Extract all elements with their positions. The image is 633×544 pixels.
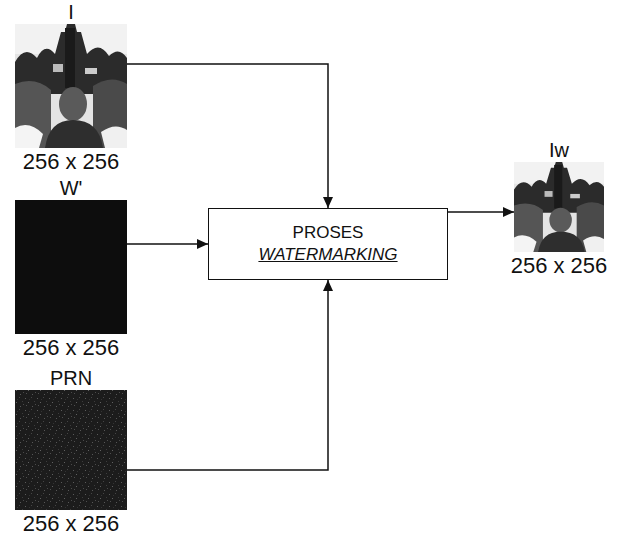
process-box: PROSESWATERMARKING [208,208,448,280]
connector-line [127,280,328,470]
image-area [15,390,127,510]
image-size: 256 x 256 [500,254,618,278]
image-label: W' [10,176,132,200]
host-image [15,24,127,148]
image-size: 256 x 256 [10,336,132,360]
image-size: 256 x 256 [10,150,132,174]
process-text: PROSES [293,222,364,244]
image-label: PRN [10,366,132,390]
arrow-head [323,280,333,291]
prn-image [15,390,127,510]
image-area [15,24,127,148]
connector-line [127,64,328,208]
connector-line [127,243,208,245]
image-node: I 256 x 256 [10,0,132,174]
connector [448,207,514,217]
watermarked-image [514,162,604,252]
image-label: I [10,0,132,24]
connector [127,64,333,208]
arrow-head [503,207,514,217]
arrow-head [323,197,333,208]
image-area [15,200,127,334]
connector [127,239,208,249]
process-text: WATERMARKING [258,244,397,266]
image-node: PRN 256 x 256 [10,366,132,536]
watermark-image [15,200,127,334]
image-node: Iw 256 x 256 [500,138,618,278]
image-node: W' 256 x 256 [10,176,132,360]
image-label: Iw [500,138,618,162]
arrow-head [197,239,208,249]
image-area [514,162,604,252]
connector [127,280,333,470]
image-size: 256 x 256 [10,512,132,536]
